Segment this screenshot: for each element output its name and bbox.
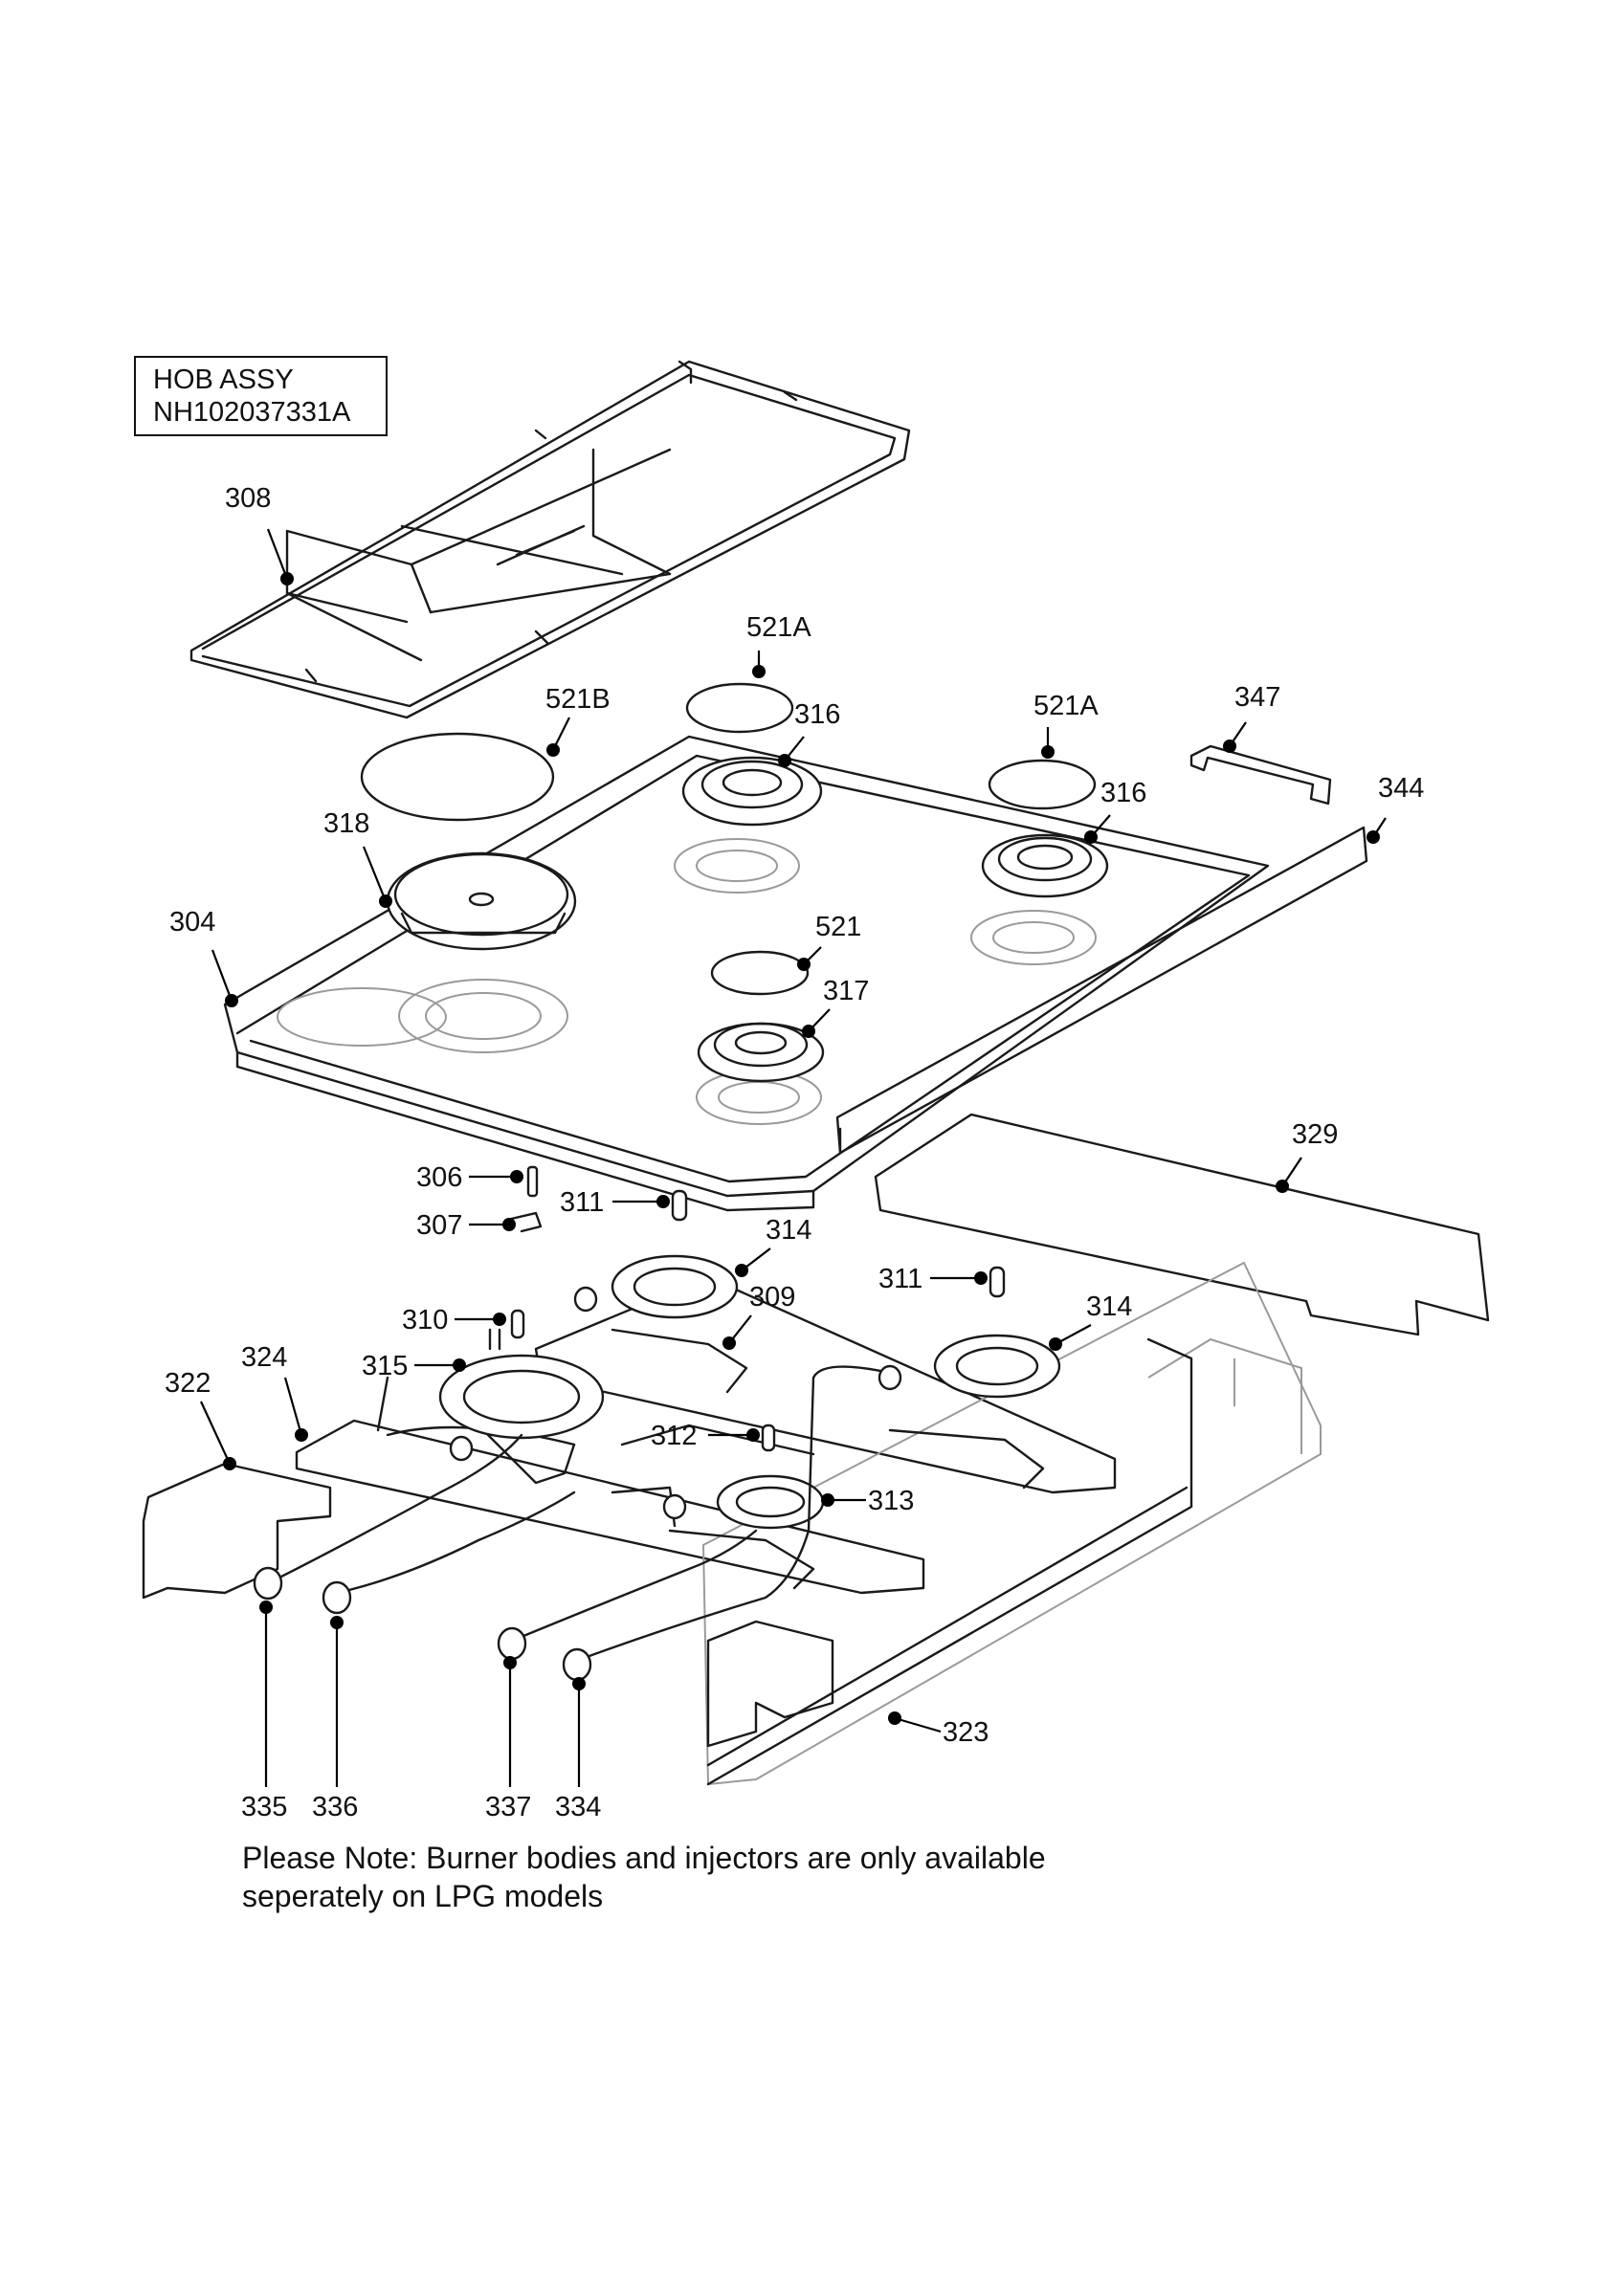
burner-head-317 xyxy=(697,1022,825,1083)
pan-support-grid xyxy=(189,360,911,719)
cap-521 xyxy=(710,950,810,996)
label-521B: 521B xyxy=(545,684,611,715)
label-306: 306 xyxy=(416,1162,462,1193)
label-323: 323 xyxy=(943,1717,989,1748)
label-521: 521 xyxy=(815,912,861,942)
label-307: 307 xyxy=(416,1210,462,1241)
callout-leaders xyxy=(200,528,1387,1787)
label-337: 337 xyxy=(485,1792,531,1822)
note-line-1: Please Note: Burner bodies and injectors… xyxy=(242,1841,1046,1875)
burner-body-313 xyxy=(668,1474,825,1590)
rear-trim-344 xyxy=(835,826,1368,1155)
label-347: 347 xyxy=(1234,682,1280,713)
gas-tap-335 xyxy=(253,1566,283,1601)
label-310: 310 xyxy=(402,1305,448,1336)
label-309: 309 xyxy=(749,1282,795,1313)
gas-tap-336 xyxy=(322,1580,352,1615)
availability-note: Please Note: Burner bodies and injectors… xyxy=(242,1839,1199,1915)
burner-head-318 xyxy=(386,851,577,951)
label-344: 344 xyxy=(1378,773,1424,804)
label-314-left: 314 xyxy=(766,1215,811,1246)
note-line-2: seperately on LPG models xyxy=(242,1879,604,1913)
assembly-title-box: HOB ASSY NH102037331A xyxy=(134,356,388,436)
cap-521A-right xyxy=(988,759,1097,810)
cap-521B xyxy=(360,732,555,822)
label-304: 304 xyxy=(169,907,215,938)
label-308: 308 xyxy=(225,483,271,514)
hob-top-plate xyxy=(223,735,1270,1212)
label-334: 334 xyxy=(555,1792,601,1822)
burner-head-316-right xyxy=(981,833,1109,898)
burner-body-314-right xyxy=(888,1334,1061,1490)
bracket-347 xyxy=(1189,744,1332,806)
label-312: 312 xyxy=(651,1421,697,1451)
label-521A-right: 521A xyxy=(1033,691,1099,721)
label-315: 315 xyxy=(362,1351,408,1381)
label-316-right: 316 xyxy=(1100,778,1146,808)
burner-head-316-left xyxy=(681,756,823,827)
label-521A-left: 521A xyxy=(746,612,811,643)
label-335: 335 xyxy=(241,1792,287,1822)
label-314-right: 314 xyxy=(1086,1292,1132,1322)
callout-labels: 308 521B 521A 316 521A 347 316 344 318 3… xyxy=(165,483,1424,1822)
cap-521A-left xyxy=(685,682,794,734)
gas-tap-337 xyxy=(497,1626,527,1661)
label-322: 322 xyxy=(165,1368,211,1399)
assembly-title: HOB ASSY xyxy=(153,364,294,395)
label-324: 324 xyxy=(241,1342,287,1373)
label-313: 313 xyxy=(868,1486,914,1516)
label-311-left: 311 xyxy=(560,1187,604,1218)
label-317: 317 xyxy=(823,976,869,1006)
assembly-part-number: NH102037331A xyxy=(153,397,351,428)
label-329: 329 xyxy=(1292,1119,1338,1150)
label-316-left: 316 xyxy=(794,699,840,730)
burner-body-314-left xyxy=(611,1254,748,1394)
gas-tap-334 xyxy=(562,1647,592,1682)
label-336: 336 xyxy=(312,1792,358,1822)
burner-body-315 xyxy=(438,1354,605,1485)
injectors-and-electrodes xyxy=(449,1165,1006,1520)
label-318: 318 xyxy=(323,808,369,839)
back-panel-329 xyxy=(874,1113,1490,1336)
label-311-right: 311 xyxy=(878,1264,922,1294)
